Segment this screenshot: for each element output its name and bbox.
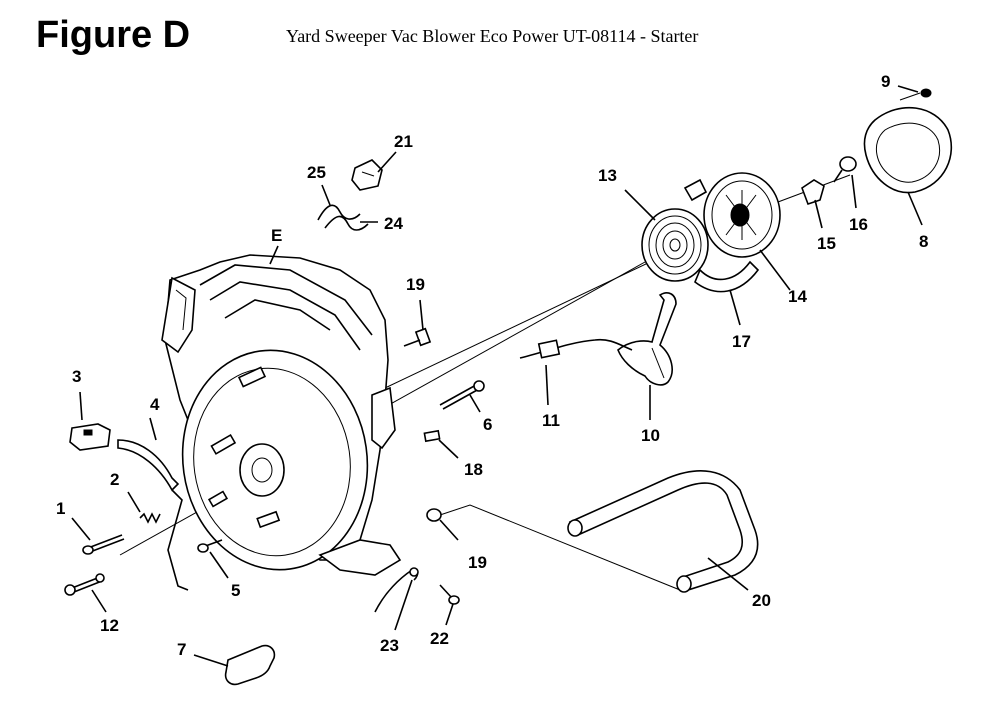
callout-4: 4 — [150, 395, 160, 414]
callout-24: 24 — [384, 214, 403, 233]
part-19-lower — [426, 508, 459, 541]
callout-9: 9 — [881, 72, 890, 91]
callout-e: E — [271, 226, 282, 245]
callout-labels: 1 2 3 4 5 6 7 8 9 10 11 12 13 14 15 16 1… — [56, 72, 928, 659]
callout-2: 2 — [110, 470, 119, 489]
callout-17: 17 — [732, 332, 751, 351]
part-11-rope-knot — [519, 338, 633, 406]
part-22 — [439, 584, 460, 626]
part-8-gasket — [863, 106, 953, 226]
callout-10: 10 — [641, 426, 660, 445]
callout-7: 7 — [177, 640, 186, 659]
callout-5: 5 — [231, 581, 240, 600]
part-23 — [374, 567, 419, 631]
figure-subtitle: Yard Sweeper Vac Blower Eco Power UT-081… — [286, 26, 699, 46]
callout-19-upper: 19 — [406, 275, 425, 294]
part-20-u-handle — [567, 470, 759, 593]
callout-12: 12 — [100, 616, 119, 635]
figure-title: Figure D — [36, 14, 191, 56]
callout-19-lower: 19 — [468, 553, 487, 572]
part-6-bolt — [439, 380, 485, 413]
callout-21: 21 — [394, 132, 413, 151]
callout-6: 6 — [483, 415, 492, 434]
part-4-lever — [117, 417, 189, 591]
part-15 — [801, 179, 825, 229]
part-1-pin — [71, 517, 125, 555]
callout-20: 20 — [752, 591, 771, 610]
part-21 — [351, 151, 397, 191]
callout-22: 22 — [430, 629, 449, 648]
callout-3: 3 — [72, 367, 81, 386]
part-12-pin — [64, 573, 107, 613]
callout-e-leader — [269, 245, 279, 265]
callout-18: 18 — [464, 460, 483, 479]
part-9 — [897, 85, 932, 98]
callout-8: 8 — [919, 232, 928, 251]
part-16 — [833, 156, 857, 209]
callout-14: 14 — [788, 287, 807, 306]
callout-16: 16 — [849, 215, 868, 234]
callout-23: 23 — [380, 636, 399, 655]
callout-25: 25 — [307, 163, 326, 182]
part-2-spring — [127, 491, 161, 524]
part-17-rope — [694, 260, 760, 326]
part-13-spring — [624, 189, 709, 282]
part-7-pad — [193, 644, 276, 686]
part-10-handle — [617, 292, 677, 420]
part-19-upper — [403, 299, 432, 347]
callout-13: 13 — [598, 166, 617, 185]
callout-1: 1 — [56, 499, 65, 518]
part-18 — [423, 429, 459, 459]
part-24-25 — [317, 184, 378, 231]
callout-15: 15 — [817, 234, 836, 253]
part-14-pulley — [683, 172, 791, 291]
callout-11: 11 — [542, 411, 560, 430]
part-5 — [197, 539, 229, 579]
part-3 — [69, 391, 111, 451]
blower-housing — [161, 254, 402, 576]
